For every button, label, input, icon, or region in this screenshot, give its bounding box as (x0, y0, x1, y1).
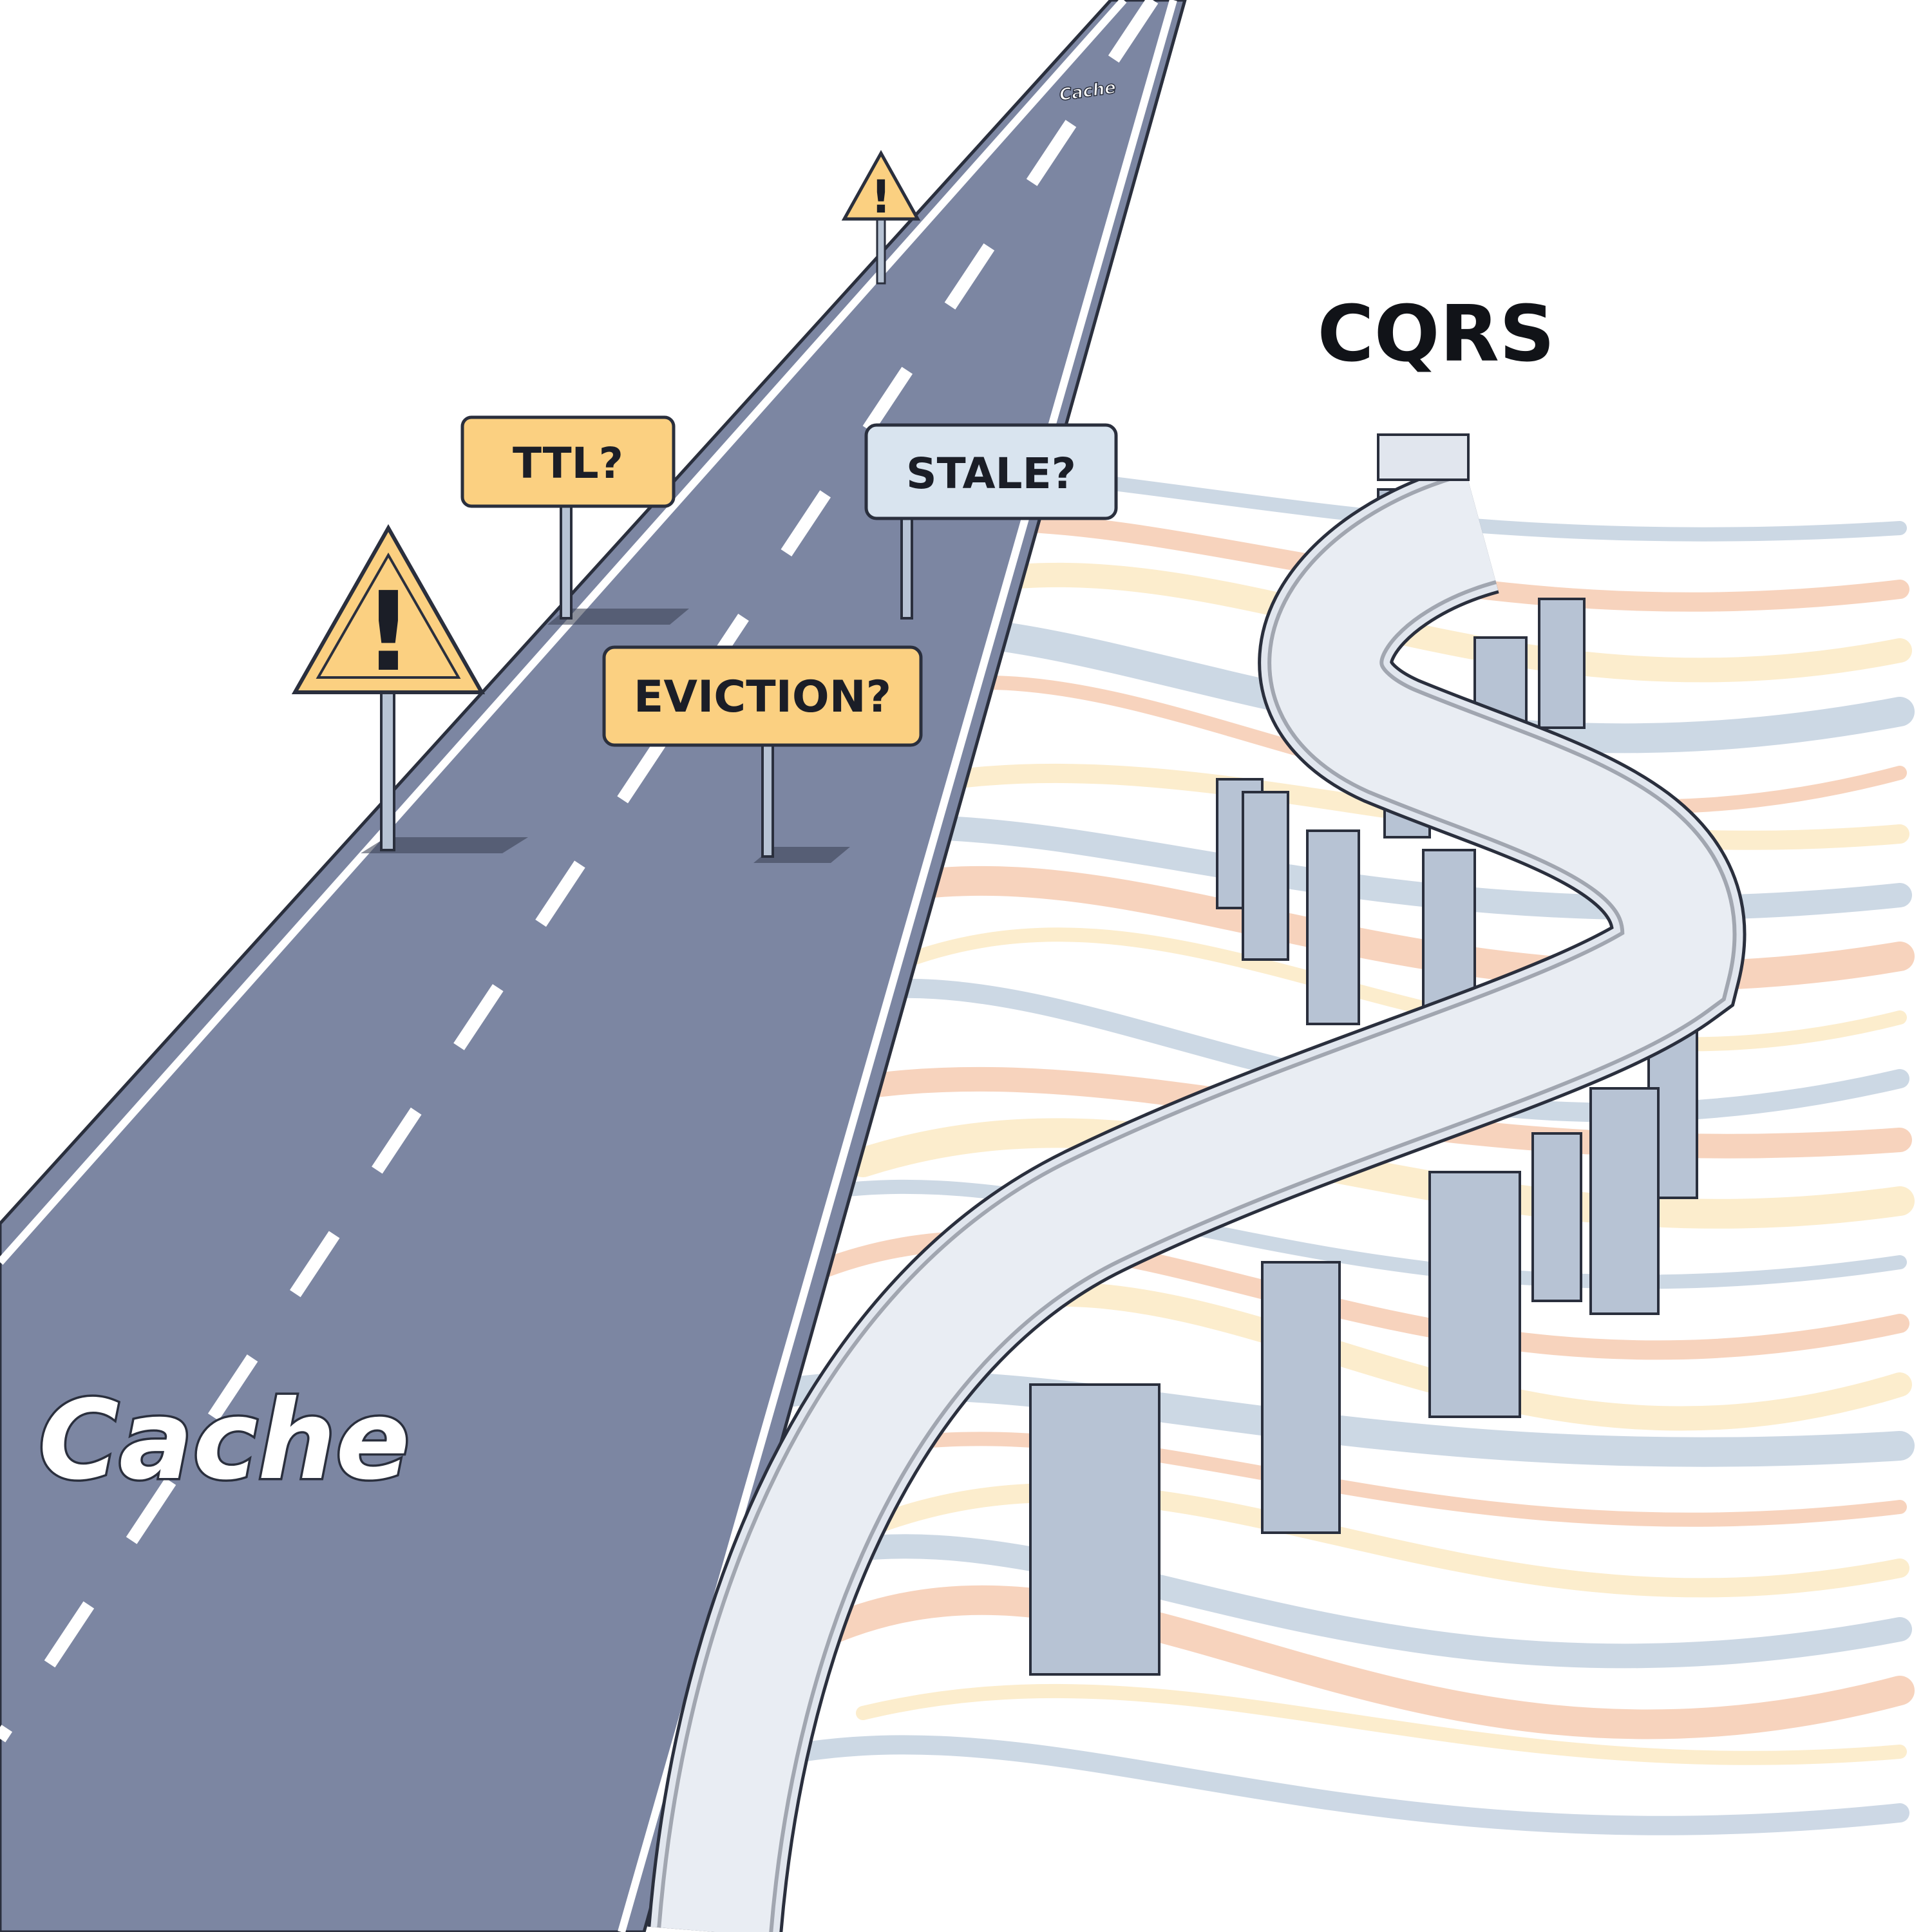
warning-glyph: ! (871, 171, 891, 223)
stream-band (771, 1585, 1915, 1739)
warning-glyph: ! (363, 569, 413, 696)
cache-road: Cache Cache (0, 0, 1187, 1932)
sign-ttl: TTL? (460, 415, 689, 625)
bridge-pillars (1029, 488, 1698, 1676)
warning-sign-large: ! (291, 524, 528, 853)
bridge-end-cap (1377, 433, 1470, 481)
sign-stale-label: STALE? (906, 449, 1076, 498)
stream-band (699, 1735, 1909, 1835)
warning-triangle-icon (841, 149, 921, 221)
sign-eviction: EVICTION? (602, 645, 923, 863)
sign-ttl-label: TTL? (513, 439, 623, 488)
stream-band (853, 1482, 1909, 1598)
road-surface (0, 0, 1187, 1932)
cqrs-title: CQRS (1318, 290, 1555, 379)
warning-sign-small: ! (841, 149, 921, 285)
road-edge-line-left (0, 0, 1127, 1265)
sign-stale: STALE? (864, 423, 1118, 620)
cache-title: Cache (39, 1377, 410, 1504)
warning-triangle-icon (291, 524, 486, 694)
sign-eviction-label: EVICTION? (634, 672, 891, 723)
stream-band (856, 1683, 1907, 1765)
road-center-dashes (0, 0, 1153, 1739)
cqrs-bridge (647, 433, 1747, 1932)
